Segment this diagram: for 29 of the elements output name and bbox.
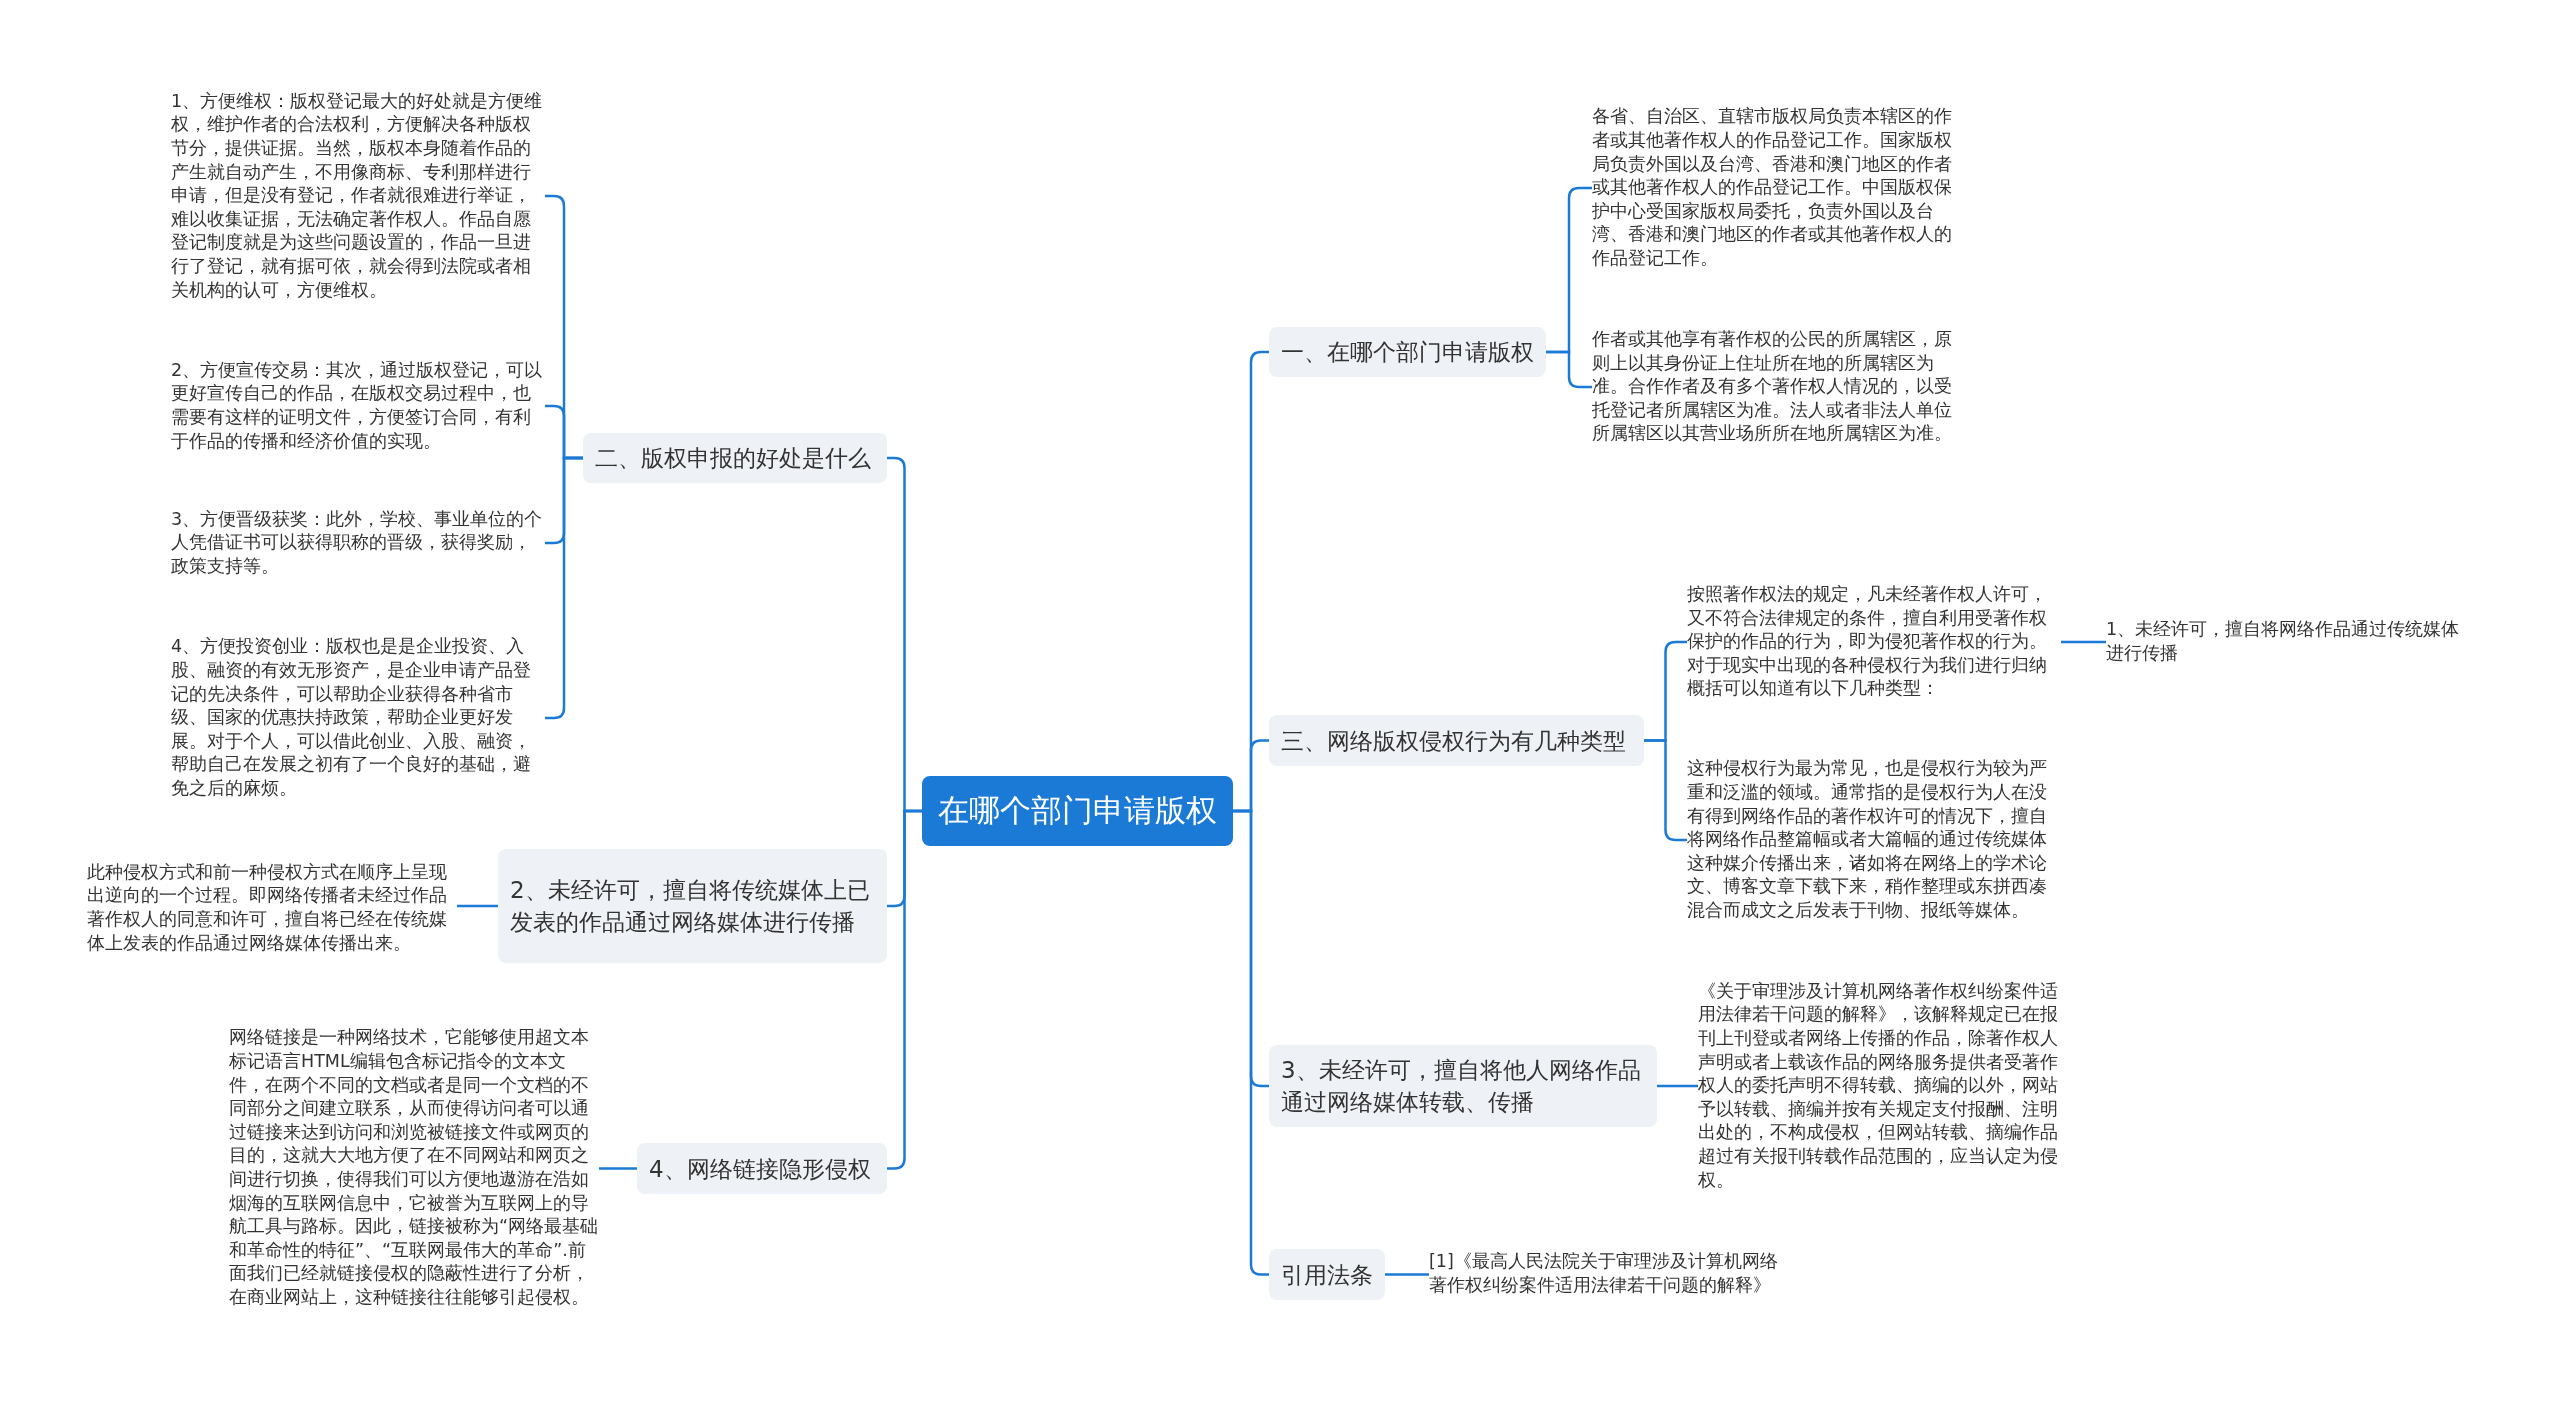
note-text: 1、方便维权：版权登记最大的好处就是方便维权，维护作者的合法权利，方便解决各种版权节分，提供证据。当然，版权本身随着作品的产生就自动产生，不用像商标、专利那样进行申请，但是没有登记，作者就很难进行举证，难以收集证据，无法确定著作权人。作品自愿登记制度就是为这些问题设置的，作品一旦进行了登记，就有据可依，就会得到法院或者相关机构的认可，方便维权。 bbox=[171, 84, 545, 308]
topic-box: 4、网络链接隐形侵权 bbox=[637, 1143, 887, 1194]
topic-box: 一、在哪个部门申请版权 bbox=[1269, 327, 1546, 377]
connector-line bbox=[457, 904, 498, 908]
note-text: 4、方便投资创业：版权也是是企业投资、入股、融资的有效无形资产，是企业申请产品登记的先决条件，可以帮助企业获得各种省市级、国家的优惠扶持政策，帮助企业更好发展。对于个人，可以借此创业、入股、融资，帮助自己在发展之初有了一个良好的基础，避免之后的麻烦。 bbox=[171, 633, 545, 803]
note-text: 《关于审理涉及计算机网络著作权纠纷案件适用法律若干问题的解释》，该解释规定已在报刊上刊登或者网络上传播的作品，除著作权人声明或者上载该作品的网络服务提供者受著作权人的委托声明不得转载、摘编的以外，网站予以转载、摘编并按有关规定支付报酬、注明出处的，不构成侵权，但网站转载、摘编作品超过有关报刊转载作品范围的，应当认定为侵权。 bbox=[1698, 976, 2072, 1196]
note-text: 此种侵权方式和前一种侵权方式在顺序上呈现出逆向的一个过程。即网络传播者未经过作品著作权人的同意和许可，擅自将已经在传统媒体上发表的作品通过网络媒体传播出来。 bbox=[87, 859, 457, 957]
connector-line bbox=[599, 1167, 637, 1170]
note-text: 按照著作权法的规定，凡未经著作权人许可，又不符合法律规定的条件，擅自利用受著作权保护的作品的行为，即为侵犯著作权的行为。对于现实中出现的各种侵权行为我们进行归纳概括可以知道有以下几种类型： bbox=[1687, 580, 2061, 704]
note-text: 3、方便晋级获奖：此外，学校、事业单位的个人凭借证书可以获得职称的晋级，获得奖励，政策支持等。 bbox=[171, 505, 545, 581]
note-text: 作者或其他享有著作权的公民的所属辖区，原则上以其身份证上住址所在地的所属辖区为准。合作作者及有多个著作权人情况的，以受托登记者所属辖区为准。法人或者非法人单位所属辖区以其营业场所所在地所属辖区为准。 bbox=[1592, 325, 1962, 449]
topic-box: 2、未经许可，擅自将传统媒体上已发表的作品通过网络媒体进行传播 bbox=[498, 849, 887, 963]
topic-box: 三、网络版权侵权行为有几种类型 bbox=[1269, 715, 1644, 766]
connector-line bbox=[2061, 640, 2106, 644]
note-text: 网络链接是一种网络技术，它能够使用超文本标记语言HTML编辑包含标记指令的文本文件，在两个不同的文档或者是同一个文档的不同部分之间建立联系，从而使得访问者可以通过链接来达到访问和浏览被链接文件或网页的目的，这就大大地方便了在不同网站和网页之间进行切换，使得我们可以方便地遨游在浩如烟海的互联网信息中，它被誉为互联网上的导航工具与路标。因此，链接被称为“网络最基础和革命性的特征”、“互联网最伟大的革命”.前面我们已经就链接侵权的隐蔽性进行了分析，在商业网站上，这种链接往往能够引起侵权。 bbox=[229, 1012, 599, 1324]
note-text: [1]《最高人民法院关于审理涉及计算机网络著作权纠纷案件适用法律若干问题的解释》 bbox=[1429, 1248, 1789, 1300]
note-text: 各省、自治区、直辖市版权局负责本辖区的作者或其他著作权人的作品登记工作。国家版权局负责外国以及台湾、香港和澳门地区的作者或其他著作权人的作品登记工作。中国版权保护中心受国家版权局委托，负责外国以及台湾、香港和澳门地区的作者或其他著作权人的作品登记工作。 bbox=[1592, 100, 1962, 276]
topic-box: 引用法条 bbox=[1269, 1249, 1385, 1300]
topic-box: 二、版权申报的好处是什么 bbox=[583, 433, 887, 483]
note-text: 2、方便宣传交易：其次，通过版权登记，可以更好宣传自己的作品，在版权交易过程中，也需要有这样的证明文件，方便签订合同，有利于作品的传播和经济价值的实现。 bbox=[171, 357, 545, 455]
connector-line bbox=[887, 809, 922, 1170]
connector-line bbox=[1385, 1273, 1429, 1276]
connector-line bbox=[1657, 1084, 1698, 1088]
topic-box: 3、未经许可，擅自将他人网络作品通过网络媒体转载、传播 bbox=[1269, 1045, 1657, 1127]
note-text: 1、未经许可，擅自将网络作品通过传统媒体进行传播 bbox=[2106, 616, 2476, 668]
central-topic: 在哪个部门申请版权 bbox=[922, 776, 1233, 846]
connector-line bbox=[1233, 809, 1269, 1276]
note-text: 这种侵权行为最为常见，也是侵权行为较为严重和泛滥的领域。通常指的是侵权行为人在没有得到网络作品的著作权许可的情况下，擅自将网络作品整篇幅或者大篇幅的通过传统媒体这种媒介传播出来，诸如将在网络上的学术论文、博客文章下载下来，稍作整理或东拼西凑混合而成文之后发表于刊物、报纸等媒体。 bbox=[1687, 752, 2061, 928]
connector-line bbox=[1546, 350, 1592, 389]
